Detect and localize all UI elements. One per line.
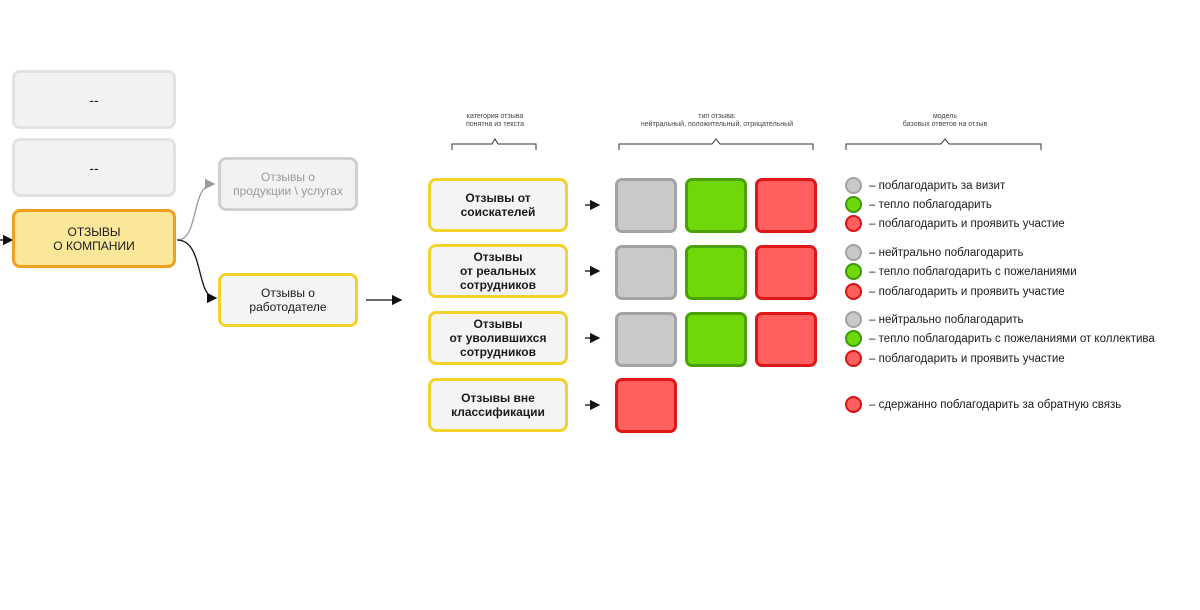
legend-text: – тепло поблагодарить [869,199,992,211]
legend-dot-red [845,283,862,300]
category-label: Отзывы от реальных сотрудников [459,250,537,292]
column-header-category: категория отзыва понятна из текста [466,113,524,128]
legend-text: – поблагодарить и проявить участие [869,353,1065,365]
legend-text: – тепло поблагодарить с пожеланиями от к… [869,333,1155,345]
products-reviews-node: Отзывы о продукции \ услугах [218,157,358,211]
legend-dot-green [845,196,862,213]
legend-dot-gray [845,244,862,261]
category-label: Отзывы от уволившихся сотрудников [449,317,547,359]
column-header-type: тип отзыва: нейтральный, положительный, … [640,113,794,128]
legend-text: – нейтрально поблагодарить [869,247,1024,259]
placeholder-label-2: -- [89,159,99,176]
square-neutral [615,245,677,300]
bracket-type [618,138,814,150]
employer-reviews-label: Отзывы о работодателе [249,286,327,314]
square-neutral [615,312,677,367]
arrow-to-employer [176,239,218,304]
legend-dot-red [845,215,862,232]
legend-text: – сдержанно поблагодарить за обратную св… [869,399,1122,411]
square-negative [615,378,677,433]
column-header-model: модель базовых ответов на отзыв [902,113,988,128]
legend-dot-gray [845,177,862,194]
legend-text: – поблагодарить за визит [869,180,1006,192]
square-positive [685,245,747,300]
placeholder-label-1: -- [89,91,99,108]
legend-dot-gray [845,311,862,328]
square-negative [755,178,817,233]
legend-dot-green [845,263,862,280]
legend-dot-red [845,350,862,367]
square-neutral [615,178,677,233]
legend-dot-green [845,330,862,347]
employer-reviews-node: Отзывы о работодателе [218,273,358,327]
placeholder-box-2: -- [12,138,176,197]
bracket-category [451,138,537,150]
category-label: Отзывы от соискателей [460,191,536,219]
company-reviews-label: ОТЗЫВЫ О КОМПАНИИ [53,224,135,253]
category-node-applicants: Отзывы от соискателей [428,178,568,232]
legend-text: – поблагодарить и проявить участие [869,218,1065,230]
square-negative [755,245,817,300]
square-positive [685,178,747,233]
category-node-current-employees: Отзывы от реальных сотрудников [428,244,568,298]
products-reviews-label: Отзывы о продукции \ услугах [233,170,343,198]
square-positive [685,312,747,367]
category-node-unclassified: Отзывы вне классификации [428,378,568,432]
category-node-former-employees: Отзывы от уволившихся сотрудников [428,311,568,365]
legend-dot-red [845,396,862,413]
category-label: Отзывы вне классификации [451,391,545,419]
placeholder-box-1: -- [12,70,176,129]
company-reviews-node: ОТЗЫВЫ О КОМПАНИИ [12,209,176,268]
legend-text: – нейтрально поблагодарить [869,314,1024,326]
legend-text: – тепло поблагодарить с пожеланиями [869,266,1077,278]
square-negative [755,312,817,367]
bracket-model [845,138,1042,150]
legend-text: – поблагодарить и проявить участие [869,286,1065,298]
arrow-to-products [176,178,216,241]
